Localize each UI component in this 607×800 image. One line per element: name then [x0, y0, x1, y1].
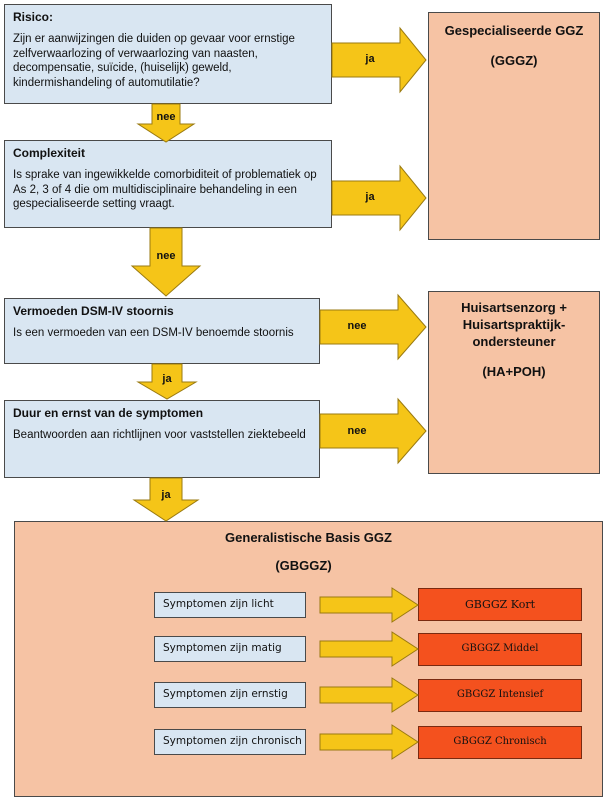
arrow-right-icon	[319, 293, 427, 361]
symptom-matig: Symptomen zijn matig	[154, 636, 306, 662]
symptom-label: Symptomen zijn matig	[163, 642, 282, 654]
arrow-label-ja: ja	[161, 489, 171, 501]
ha-title-line-2: Huisartspraktijk-	[462, 317, 566, 332]
arrow-label-nee: nee	[347, 425, 367, 437]
result-label: GBGGZ Chronisch	[453, 736, 547, 747]
complexiteit-text: Is sprake van ingewikkelde comorbiditeit…	[13, 169, 317, 211]
ha-title-line-1: Huisartsenzorg +	[461, 300, 567, 315]
duur-title: Duur en ernst van de symptomen	[13, 406, 204, 420]
symptom-label: Symptomen zijn ernstig	[163, 688, 288, 700]
gggz-abbr: (GGGZ)	[490, 53, 538, 68]
arrow-right-icon	[319, 397, 427, 465]
ha-abbr: (HA+POH)	[482, 364, 546, 379]
arrow-down-icon	[136, 103, 196, 143]
symptom-label: Symptomen zijn chronisch	[163, 735, 302, 747]
risico-title: Risico:	[13, 10, 54, 24]
arrow-down-icon	[136, 363, 198, 400]
arrow-down-icon	[132, 477, 200, 522]
arrow-label-nee: nee	[156, 111, 176, 123]
symptom-chronisch: Symptomen zijn chronisch	[154, 729, 306, 755]
complexiteit-title: Complexiteit	[13, 146, 86, 160]
dsm-text: Is een vermoeden van een DSM-IV benoemde…	[13, 327, 294, 339]
gggz-box: Gespecialiseerde GGZ (GGGZ)	[428, 12, 600, 240]
result-label: GBGGZ Middel	[461, 643, 539, 654]
result-intensief: GBGGZ Intensief	[418, 679, 582, 712]
duur-text: Beantwoorden aan richtlijnen voor vastst…	[13, 429, 306, 441]
result-label: GBGGZ Kort	[464, 598, 535, 611]
ha-title-line-3: ondersteuner	[472, 334, 556, 349]
symptom-licht: Symptomen zijn licht	[154, 592, 306, 618]
arrow-label-ja: ja	[162, 373, 172, 385]
arrow-right-icon	[319, 724, 419, 760]
risico-text: Zijn er aanwijzingen die duiden op gevaa…	[13, 33, 295, 90]
arrow-label-ja: ja	[365, 191, 375, 203]
arrow-right-icon	[319, 631, 419, 667]
arrow-label-nee: nee	[156, 250, 176, 262]
arrow-down-icon	[130, 227, 202, 297]
gggz-title: Gespecialiseerde GGZ	[444, 23, 584, 38]
result-chronisch: GBGGZ Chronisch	[418, 726, 582, 759]
arrow-right-icon	[331, 164, 427, 232]
complexiteit-box: Complexiteit Is sprake van ingewikkelde …	[4, 140, 332, 228]
arrow-label-nee: nee	[347, 320, 367, 332]
arrow-label-ja: ja	[365, 53, 375, 65]
result-label: GBGGZ Intensief	[456, 689, 544, 700]
arrow-right-icon	[331, 26, 427, 94]
symptom-ernstig: Symptomen zijn ernstig	[154, 682, 306, 708]
result-middel: GBGGZ Middel	[418, 633, 582, 666]
dsm-title: Vermoeden DSM-IV stoornis	[13, 304, 174, 318]
risico-box: Risico: Zijn er aanwijzingen die duiden …	[4, 4, 332, 104]
duur-box: Duur en ernst van de symptomen Beantwoor…	[4, 400, 320, 478]
symptom-label: Symptomen zijn licht	[163, 598, 274, 610]
dsm-box: Vermoeden DSM-IV stoornis Is een vermoed…	[4, 298, 320, 364]
arrow-right-icon	[319, 587, 419, 623]
gbggz-title: Generalistische Basis GGZ	[225, 530, 392, 545]
arrow-right-icon	[319, 677, 419, 713]
gbggz-abbr: (GBGGZ)	[275, 558, 332, 573]
ha-box: Huisartsenzorg + Huisartspraktijk- onder…	[428, 291, 600, 474]
result-kort: GBGGZ Kort	[418, 588, 582, 621]
